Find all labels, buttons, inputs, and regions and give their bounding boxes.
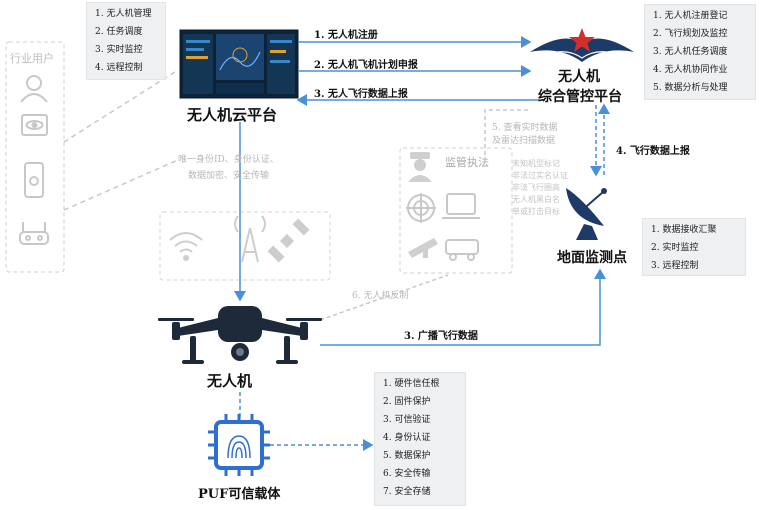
edge-flight-data-report: 3. 无人飞行数据上报 — [314, 89, 408, 100]
drone-title: 无人机 — [207, 372, 253, 390]
supervision-title: 监管执法 — [445, 156, 489, 169]
satellite-icon — [267, 218, 310, 263]
puf-feature: 6. 安全传输 — [383, 469, 431, 479]
cloud-dashboard-image — [179, 29, 299, 99]
ground-features-box: 1. 数据接收汇聚 2. 实时监控 3. 远程控制 — [642, 218, 746, 276]
supervision-query-line: 5. 查看实时数据 — [492, 123, 558, 133]
eye-monitor-icon — [21, 114, 48, 136]
controller-icon — [19, 222, 49, 245]
cloud-feature: 3. 实时监控 — [95, 45, 143, 55]
drone-image — [158, 306, 322, 364]
supervision-query-line: 及雷达扫描数据 — [492, 136, 556, 146]
supervision-note: 单或打击目标 — [512, 207, 560, 216]
puf-feature: 1. 硬件信任根 — [383, 379, 440, 389]
control-feature: 5. 数据分析与处理 — [653, 83, 728, 93]
phone-icon — [24, 162, 44, 198]
control-feature: 1. 无人机注册登记 — [653, 11, 728, 21]
police-car-icon — [445, 239, 479, 261]
edge-broadcast: 3. 广播飞行数据 — [404, 331, 478, 342]
ground-feature: 2. 实时监控 — [651, 243, 699, 253]
control-feature: 2. 飞行规划及监控 — [653, 29, 728, 39]
puf-feature: 4. 身份认证 — [383, 433, 431, 443]
ground-station-title: 地面监测点 — [557, 250, 627, 266]
edge-counter: 6. 无人机反制 — [352, 291, 409, 301]
ground-feature: 3. 远程控制 — [651, 261, 699, 271]
laptop-icon — [442, 193, 480, 219]
puf-features-box: 1. 硬件信任根 2. 固件保护 3. 可信验证 4. 身份认证 5. 数据保护… — [374, 372, 466, 506]
supervision-note: 未知机型标记 — [512, 159, 560, 168]
supervision-panel — [399, 147, 513, 274]
puf-feature: 7. 安全存储 — [383, 487, 431, 497]
control-features-box: 1. 无人机注册登记 2. 飞行规划及监控 3. 无人机任务调度 4. 无人机协… — [644, 4, 756, 100]
control-feature: 4. 无人机协同作业 — [653, 65, 728, 75]
edge-registration: 1. 无人机注册 — [314, 30, 378, 41]
cloud-feature: 1. 无人机管理 — [95, 9, 152, 19]
supervision-notes: 未知机型标记 非法过实名认证 非法飞行圈高 无人机黑白名 单或打击目标 — [512, 158, 568, 218]
industry-users-label: 行业用户 — [10, 52, 54, 65]
cloud-feature: 2. 任务调度 — [95, 27, 143, 37]
puf-feature: 2. 固件保护 — [383, 397, 431, 407]
edge-flight-plan: 2. 无人机飞机计划申报 — [314, 60, 418, 71]
puf-feature: 3. 可信验证 — [383, 415, 431, 425]
cloud-feature: 4. 远程控制 — [95, 63, 143, 73]
control-platform-title: 综合管控平台 — [538, 89, 622, 105]
caac-emblem-logo — [530, 28, 634, 62]
puf-chip-icon — [208, 414, 270, 476]
puf-title: PUF可信载体 — [198, 487, 281, 502]
user-icon — [20, 75, 48, 103]
supervision-note: 无人机黑白名 — [512, 195, 560, 204]
radar-target-icon — [406, 193, 436, 223]
cloud-features-box: 1. 无人机管理 2. 任务调度 3. 实时监控 4. 远程控制 — [86, 2, 166, 80]
control-feature: 3. 无人机任务调度 — [653, 47, 728, 57]
control-logo-text: 无人机 — [558, 69, 600, 85]
supervision-note: 非法飞行圈高 — [512, 183, 560, 192]
cloud-platform-title: 无人机云平台 — [187, 106, 278, 124]
supervision-note: 非法过实名认证 — [512, 171, 568, 180]
wifi-icon — [169, 232, 203, 261]
puf-feature: 5. 数据保护 — [383, 451, 431, 461]
jammer-gun-icon — [408, 238, 438, 258]
ground-feature: 1. 数据接收汇聚 — [651, 225, 717, 235]
satellite-dish-icon — [566, 188, 607, 240]
security-note-line: 数据加密、安全传输 — [188, 171, 270, 181]
edge-ground-report: 4. 飞行数据上报 — [616, 146, 690, 157]
industry-users-panel — [5, 41, 65, 273]
comm-icons-panel — [159, 211, 331, 281]
officer-icon — [408, 152, 432, 182]
security-note-line: 唯一身份ID、身份认证、 — [178, 155, 279, 165]
cell-tower-icon — [234, 215, 266, 263]
